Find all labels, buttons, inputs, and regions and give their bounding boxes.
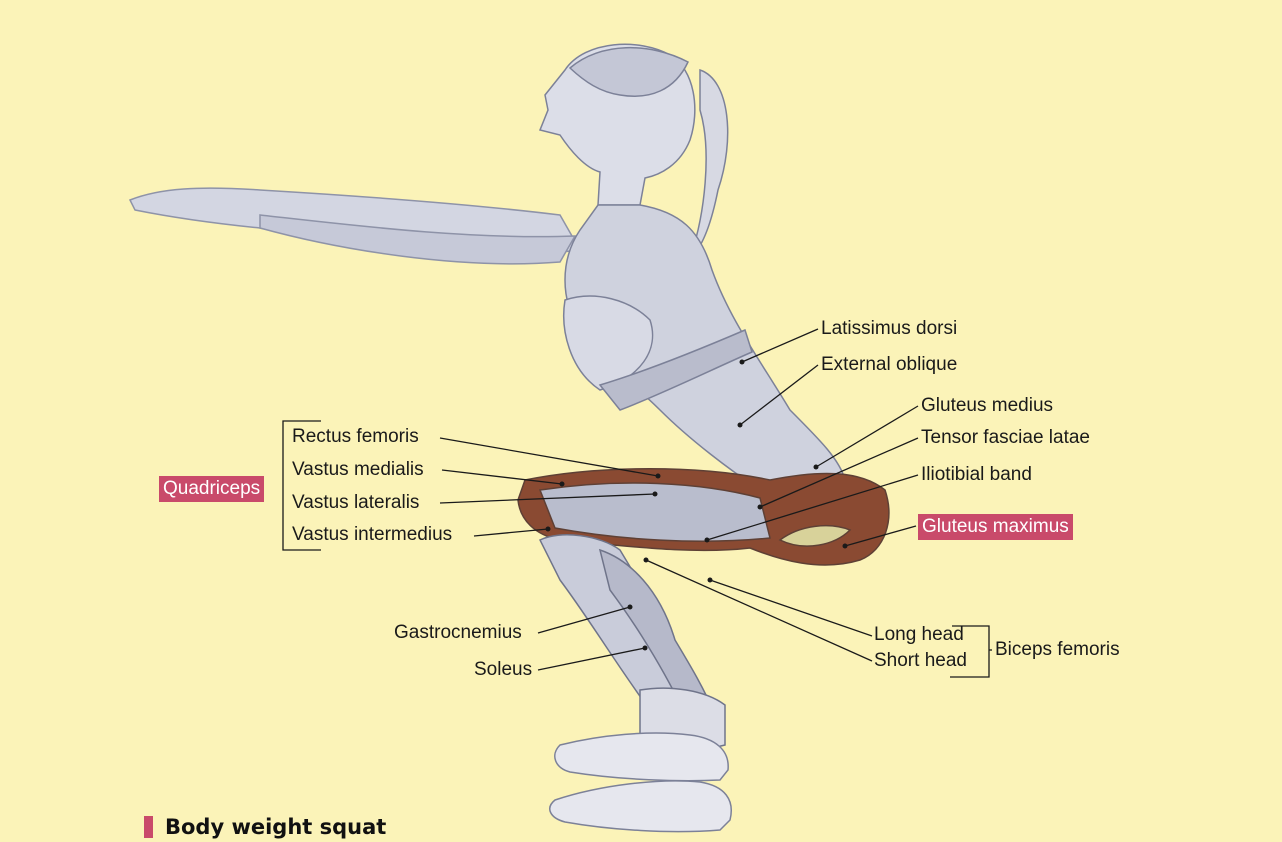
label-long-head: Long head [874, 624, 964, 645]
head [538, 43, 729, 261]
label-rectus-femoris: Rectus femoris [292, 426, 419, 447]
thighs [517, 468, 890, 566]
leader-lines [282, 328, 992, 678]
label-vastus-medialis: Vastus medialis [292, 459, 424, 480]
label-vastus-lateralis: Vastus lateralis [292, 492, 420, 513]
label-iliotibial-band: Iliotibial band [921, 464, 1032, 485]
label-tensor-fasciae-latae: Tensor fasciae latae [921, 427, 1090, 448]
lower-legs [538, 534, 726, 750]
label-gastrocnemius: Gastrocnemius [394, 622, 522, 643]
arms [128, 187, 582, 265]
label-quadriceps: Quadriceps [159, 476, 265, 502]
label-short-head: Short head [874, 650, 967, 671]
leader-dots [545, 359, 848, 651]
torso [563, 204, 846, 491]
label-gluteus-medius: Gluteus medius [921, 395, 1054, 416]
label-external-oblique: External oblique [821, 354, 958, 375]
label-gluteus-maximus: Gluteus maximus [918, 514, 1073, 540]
figure-caption: Body weight squat [165, 815, 387, 839]
label-biceps-femoris: Biceps femoris [995, 639, 1120, 660]
label-soleus: Soleus [474, 659, 533, 680]
shoes [549, 732, 732, 833]
caption-marker [144, 816, 153, 838]
label-latissimus-dorsi: Latissimus dorsi [821, 318, 958, 339]
label-vastus-intermedius: Vastus intermedius [292, 524, 453, 545]
